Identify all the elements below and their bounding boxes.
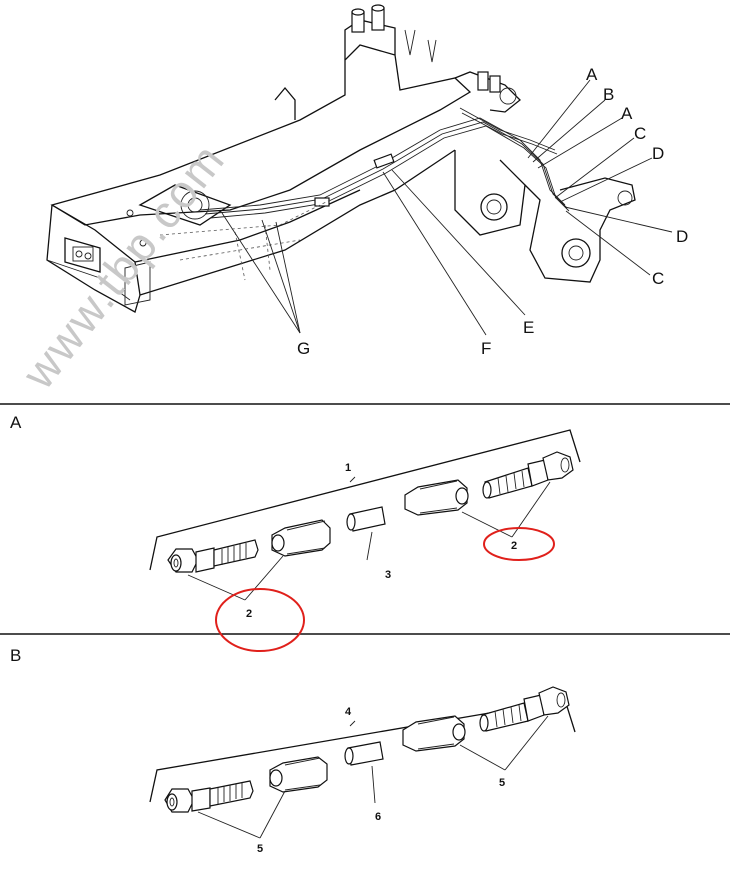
left-hex-coupling (271, 519, 331, 557)
left-bolt-fitting-b (164, 780, 254, 813)
hose-segment-6 (344, 741, 384, 766)
callout-a-1: A (586, 65, 598, 84)
callout-g: G (297, 339, 310, 358)
hose-segment-3 (346, 506, 386, 532)
section-b-assembly: 4 (149, 686, 576, 855)
right-bolt-fitting-b (479, 686, 570, 732)
callout-c-1: C (634, 124, 646, 143)
callout-f: F (481, 339, 491, 358)
item-number-6: 6 (375, 811, 381, 823)
section-a-label: A (10, 413, 22, 432)
section-b-label: B (10, 646, 21, 665)
item-number-1: 1 (345, 462, 351, 474)
item-number-3: 3 (385, 569, 391, 581)
right-hex-coupling (404, 479, 469, 516)
callout-b: B (603, 85, 614, 104)
watermark-text: www.tbp.com (11, 133, 235, 399)
item-number-2-right: 2 (511, 540, 517, 552)
highlight-circle-right (483, 527, 555, 561)
callout-d-2: D (676, 227, 688, 246)
right-bolt-fitting (482, 451, 574, 499)
callout-e: E (523, 318, 534, 337)
item-number-2-left: 2 (246, 608, 252, 620)
callout-c-2: C (652, 269, 664, 288)
highlight-circle-left (215, 588, 305, 652)
left-hex-coupling-b (269, 756, 328, 793)
left-bolt-fitting (167, 539, 259, 573)
callout-d-1: D (652, 144, 664, 163)
item-number-5-left: 5 (257, 843, 263, 855)
item-number-5-right: 5 (499, 777, 505, 789)
frame-illustration (46, 4, 636, 313)
callout-a-2: A (621, 104, 633, 123)
section-a-assembly: 1 (149, 429, 581, 652)
main-callouts: A B A C D D C E F G (297, 65, 688, 358)
item-number-4: 4 (345, 706, 352, 718)
right-hex-coupling-b (402, 715, 466, 752)
main-leader-lines (221, 79, 673, 336)
